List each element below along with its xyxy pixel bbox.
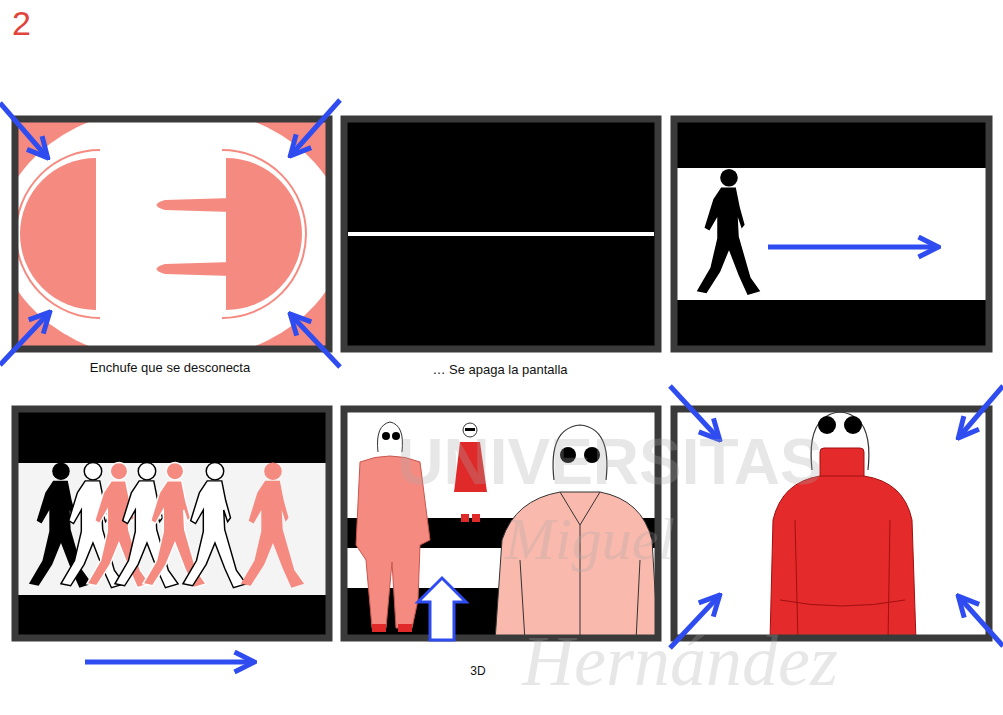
zoom-arrow bbox=[670, 597, 718, 648]
zoom-arrow bbox=[0, 103, 46, 156]
zoom-arrow bbox=[292, 316, 340, 367]
walker-silhouette bbox=[183, 462, 246, 587]
up-arrow bbox=[418, 578, 466, 640]
runway-panel bbox=[347, 412, 655, 635]
panel-caption: … Se apaga la pantalla bbox=[350, 362, 650, 377]
sunglasses bbox=[818, 416, 836, 434]
panel-caption: Enchufe que se desconecta bbox=[20, 360, 320, 375]
screen-line bbox=[348, 232, 654, 236]
panel-frame bbox=[15, 119, 329, 349]
socket-half bbox=[20, 158, 96, 310]
sunglasses bbox=[584, 447, 600, 463]
plug-panel bbox=[18, 122, 326, 346]
zoom-arrow bbox=[292, 100, 340, 154]
sunglasses bbox=[560, 447, 576, 463]
panel-frame bbox=[674, 119, 989, 349]
figure-head bbox=[463, 423, 477, 437]
scene-number: 2 bbox=[12, 4, 31, 43]
walker-silhouette bbox=[241, 462, 304, 587]
turtleneck bbox=[820, 448, 864, 480]
figure-jacket bbox=[495, 492, 655, 635]
walkers-panel bbox=[18, 412, 326, 635]
zoom-arrow bbox=[0, 314, 48, 365]
panel-caption: 3D bbox=[448, 664, 508, 678]
figure-shoe bbox=[472, 514, 480, 522]
direction-arrow bbox=[85, 660, 252, 665]
walker-silhouette bbox=[697, 169, 761, 295]
figure-hair bbox=[378, 422, 403, 452]
black-band bbox=[18, 412, 326, 635]
zoom-arrow bbox=[670, 386, 718, 438]
figure-shoe bbox=[398, 624, 412, 632]
white-band bbox=[677, 168, 986, 300]
panel-frame bbox=[15, 409, 329, 638]
sunglasses bbox=[465, 428, 475, 431]
sunglasses bbox=[392, 432, 400, 440]
closeup-panel bbox=[677, 412, 986, 635]
zoom-arrow bbox=[960, 598, 1003, 646]
zoom-arrow bbox=[960, 386, 1003, 436]
figure-outfit bbox=[454, 442, 487, 492]
direction-arrow bbox=[768, 245, 936, 250]
panel-frame bbox=[344, 119, 658, 349]
white-band bbox=[18, 463, 326, 595]
black-band bbox=[677, 122, 986, 346]
walker-panel bbox=[677, 122, 986, 346]
panel-frame bbox=[344, 409, 658, 638]
plug-outline bbox=[18, 150, 100, 318]
figure-shoe bbox=[461, 514, 469, 522]
figure-shoe bbox=[372, 624, 386, 632]
sunglasses bbox=[844, 416, 862, 434]
watermark: Miguel bbox=[440, 505, 740, 574]
sunglasses bbox=[382, 432, 390, 440]
plug-outline bbox=[222, 150, 306, 318]
watermark: Hernández bbox=[470, 620, 890, 703]
panel-frame bbox=[674, 409, 989, 638]
sweater-lines bbox=[780, 520, 905, 635]
plug-prong bbox=[157, 262, 233, 276]
plug-circle bbox=[18, 122, 326, 346]
watermark: UNIVERSITAS bbox=[380, 425, 840, 499]
figure-sweater bbox=[770, 476, 916, 635]
figure-hair bbox=[553, 425, 607, 480]
plug-prong bbox=[157, 198, 233, 212]
plug-half bbox=[226, 158, 302, 310]
jacket-lines bbox=[520, 492, 640, 635]
motion-arrows bbox=[0, 100, 1003, 662]
